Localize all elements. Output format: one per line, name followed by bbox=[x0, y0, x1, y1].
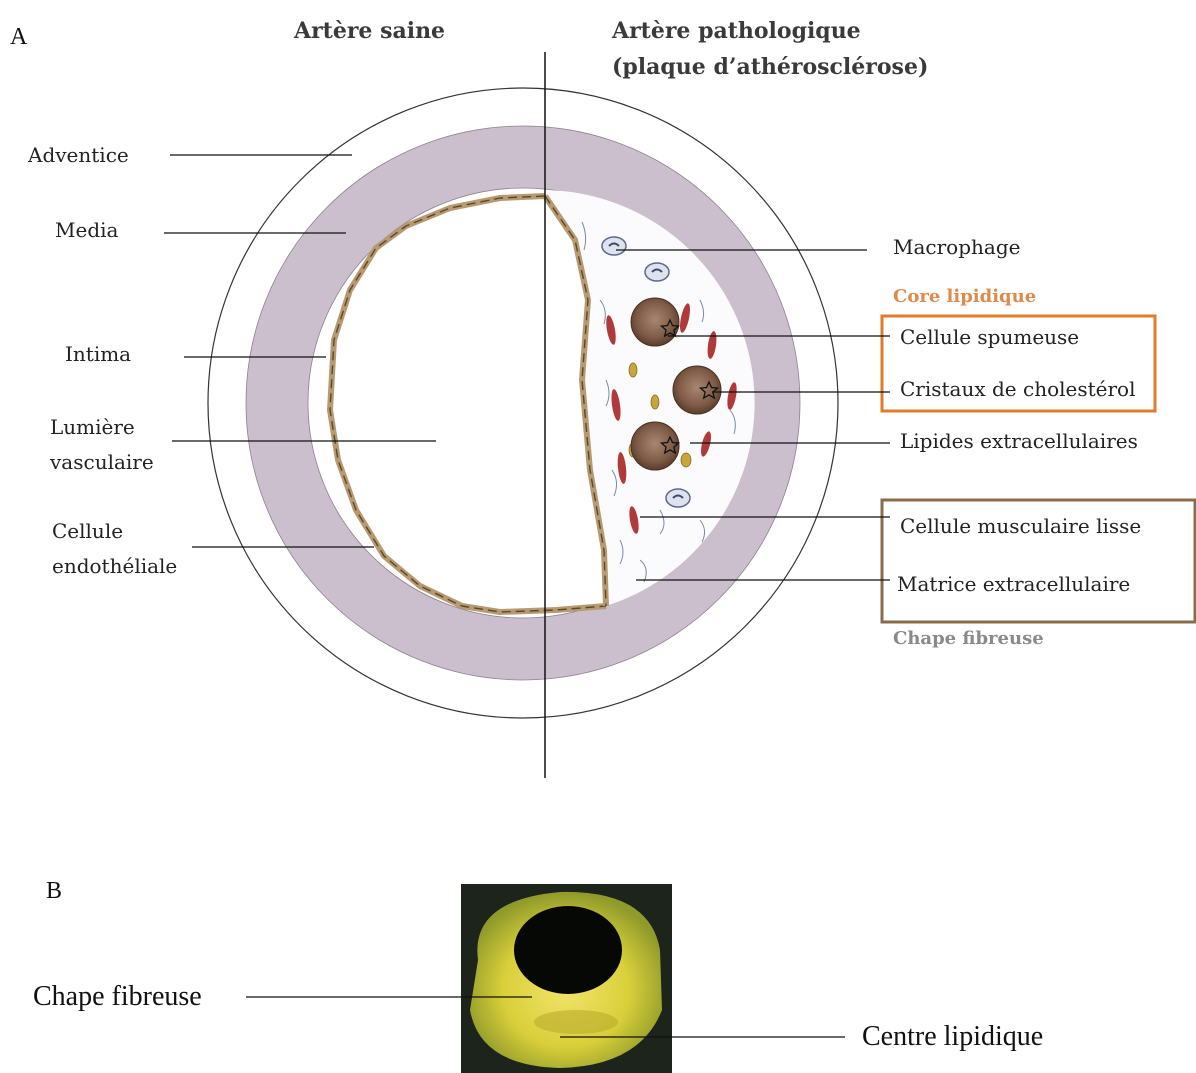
heading-healthy-artery: Artère saine bbox=[293, 18, 445, 44]
label-cristaux: Cristaux de cholestérol bbox=[900, 377, 1136, 401]
foam-cell bbox=[631, 298, 679, 346]
foam-cell bbox=[673, 366, 721, 414]
macrophage bbox=[666, 489, 690, 507]
label-chape-fibreuse-a: Chape fibreuse bbox=[893, 628, 1044, 649]
label-intima: Intima bbox=[65, 342, 131, 366]
label-lipides-extra: Lipides extracellulaires bbox=[900, 429, 1138, 453]
label-adventice: Adventice bbox=[27, 143, 129, 167]
panel-b-letter: B bbox=[46, 878, 62, 904]
label-media: Media bbox=[55, 218, 119, 242]
label-lumiere-line2: vasculaire bbox=[49, 450, 154, 474]
label-cellule-endo-line1: Cellule bbox=[52, 519, 123, 543]
macrophage bbox=[645, 263, 669, 281]
foam-cell bbox=[631, 422, 679, 470]
label-core-lipidique: Core lipidique bbox=[893, 286, 1036, 307]
label-cellule-musculaire: Cellule musculaire lisse bbox=[900, 514, 1141, 538]
label-lumiere-line1: Lumière bbox=[50, 415, 135, 439]
panel-a-letter: A bbox=[10, 24, 28, 50]
lipid-core-shading bbox=[534, 1010, 618, 1034]
label-cellule-spumeuse: Cellule spumeuse bbox=[900, 325, 1079, 349]
panel-a: A Artère saine Artère pathologique (plaq… bbox=[10, 18, 1195, 778]
label-macrophage: Macrophage bbox=[893, 235, 1020, 259]
lipid-droplet bbox=[681, 453, 691, 467]
macrophage bbox=[602, 237, 626, 255]
panel-b: B Chape fibreuse Centre lipidique bbox=[33, 878, 1043, 1073]
label-matrice: Matrice extracellulaire bbox=[897, 572, 1130, 596]
lipid-droplet bbox=[651, 395, 659, 409]
heading-pathological-artery: Artère pathologique bbox=[611, 18, 861, 44]
artery-photo bbox=[461, 884, 672, 1073]
label-cellule-endo-line2: endothéliale bbox=[52, 554, 177, 578]
artery-lumen bbox=[514, 906, 622, 994]
heading-plaque: (plaque d’athérosclérose) bbox=[612, 54, 928, 80]
label-centre-lipidique: Centre lipidique bbox=[862, 1021, 1043, 1052]
lipid-droplet bbox=[629, 363, 637, 377]
label-chape-fibreuse-b: Chape fibreuse bbox=[33, 981, 202, 1012]
